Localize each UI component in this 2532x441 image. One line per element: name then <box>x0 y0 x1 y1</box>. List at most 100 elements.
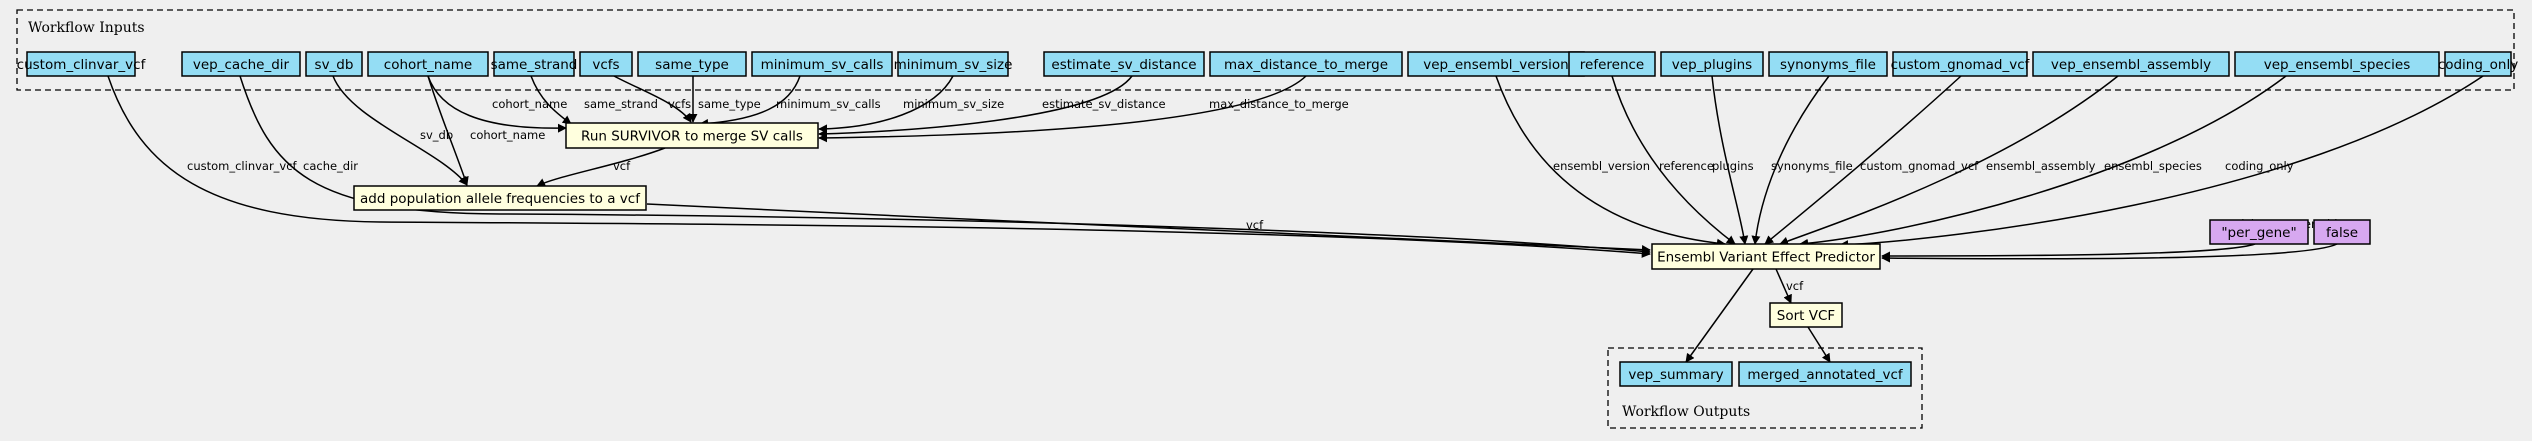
constant-node-false-box <box>2313 219 2371 245</box>
step-population-allele-frequencies-box <box>353 185 647 211</box>
input-node-coding-only: coding_only <box>2438 51 2518 77</box>
step-survivor-merge-box <box>565 122 819 149</box>
output-node-vep-summary: vep_summary <box>1619 361 1733 387</box>
edge-cache-dir-to-vep <box>239 75 1651 256</box>
input-node-vcfs-box <box>579 51 633 77</box>
input-node-minimum-sv-size-label: minimum_sv_size <box>894 57 1013 73</box>
input-node-cohort-name-label: cohort_name <box>384 57 472 73</box>
input-node-custom-clinvar-vcf-box <box>26 51 136 77</box>
edge-label: ensembl_version <box>1553 159 1650 173</box>
step-survivor-merge: Run SURVIVOR to merge SV calls <box>565 122 819 149</box>
edge-label: estimate_sv_distance <box>1042 97 1166 111</box>
edge-label: ensembl_species <box>2104 159 2202 173</box>
output-nodes: vep_summary merged_annotated_vcf <box>1619 361 1912 387</box>
input-node-reference-label: reference <box>1580 57 1644 73</box>
input-node-vep-cache-dir: vep_cache_dir <box>181 51 301 77</box>
input-node-same-type-box <box>637 51 747 77</box>
input-node-sv-db: sv_db <box>305 51 363 77</box>
input-node-estimate-sv-distance-label: estimate_sv_distance <box>1051 57 1196 73</box>
input-node-coding-only-box <box>2444 51 2512 77</box>
edge-label: vcf <box>1246 218 1264 232</box>
input-node-cohort-name-box <box>367 51 489 77</box>
step-ensembl-vep-box <box>1651 243 1881 270</box>
edge-label: coding_only <box>2225 159 2294 173</box>
output-node-merged-annotated-vcf-label: merged_annotated_vcf <box>1747 367 1904 383</box>
output-node-merged-annotated-vcf: merged_annotated_vcf <box>1738 361 1912 387</box>
workflow-outputs-label: Workflow Outputs <box>1622 404 1750 420</box>
edge-same-strand-to-survivor <box>530 75 572 125</box>
step-ensembl-vep: Ensembl Variant Effect Predictor <box>1651 243 1881 270</box>
edge-vep-to-vep-summary <box>1685 268 1754 363</box>
input-node-vcfs-label: vcfs <box>592 57 619 73</box>
input-node-vep-ensembl-species: vep_ensembl_species <box>2234 51 2440 77</box>
edge-minimum-sv-size-to-survivor <box>818 75 954 134</box>
constant-node-per-gene: "per_gene" <box>2209 219 2309 245</box>
input-node-max-distance-to-merge-box <box>1209 51 1403 77</box>
edge-label: custom_clinvar_vcf <box>187 159 298 173</box>
output-node-vep-summary-box <box>1619 361 1733 387</box>
edge-label: cache_dir <box>303 159 358 173</box>
edge-survivor-to-popfreq <box>536 147 666 187</box>
constant-node-false: false <box>2313 219 2371 245</box>
input-node-synonyms-file-label: synonyms_file <box>1780 57 1876 73</box>
edge-label: custom_gnomad_vcf <box>1860 159 1979 173</box>
input-node-vep-ensembl-assembly-label: vep_ensembl_assembly <box>2051 57 2211 73</box>
input-node-minimum-sv-size: minimum_sv_size <box>894 51 1013 77</box>
input-node-custom-gnomad-vcf-box <box>1892 51 2028 77</box>
output-node-vep-summary-label: vep_summary <box>1628 367 1723 383</box>
input-node-vep-cache-dir-box <box>181 51 301 77</box>
input-node-vcfs: vcfs <box>579 51 633 77</box>
edge-label: ensembl_assembly <box>1986 159 2096 173</box>
edge-label: cohort_name <box>492 97 567 111</box>
input-node-minimum-sv-calls-box <box>751 51 893 77</box>
edge-label: same_type <box>698 97 761 111</box>
edge-label: minimum_sv_calls <box>776 97 881 111</box>
input-node-vep-ensembl-version-box <box>1407 51 1585 77</box>
workflow-inputs-cluster: Workflow Inputs <box>16 9 2515 91</box>
input-node-vep-ensembl-species-label: vep_ensembl_species <box>2264 57 2410 73</box>
constant-node-per-gene-box <box>2209 219 2309 245</box>
edge-cohort-name-to-popfreq <box>427 75 469 186</box>
edge-label: synonyms_file <box>1771 159 1853 173</box>
input-node-cohort-name: cohort_name <box>367 51 489 77</box>
step-survivor-merge-label: Run SURVIVOR to merge SV calls <box>581 129 803 145</box>
input-node-minimum-sv-size-box <box>897 51 1009 77</box>
input-node-max-distance-to-merge: max_distance_to_merge <box>1209 51 1403 77</box>
edge-estimate-sv-distance-to-survivor <box>818 75 1133 139</box>
input-node-reference: reference <box>1568 51 1656 77</box>
input-node-vep-ensembl-version: vep_ensembl_version <box>1407 51 1585 77</box>
workflow-inputs-label: Workflow Inputs <box>28 20 145 36</box>
input-node-sv-db-box <box>305 51 363 77</box>
edge-false-to-vep <box>1881 243 2338 263</box>
edge-max-distance-to-survivor <box>818 75 1307 143</box>
input-node-vep-plugins-label: vep_plugins <box>1672 57 1752 73</box>
edge-custom-gnomad-vcf-to-vep <box>1764 75 1962 245</box>
input-node-reference-box <box>1568 51 1656 77</box>
edge-label: plugins <box>1712 159 1754 173</box>
input-node-vep-plugins: vep_plugins <box>1660 51 1764 77</box>
edge-ensembl-version-to-vep <box>1495 75 1726 248</box>
edge-custom-clinvar-vcf-to-vep <box>107 75 1651 258</box>
input-node-vep-ensembl-version-label: vep_ensembl_version <box>1423 57 1568 73</box>
input-node-same-type: same_type <box>637 51 747 77</box>
output-node-merged-annotated-vcf-box <box>1738 361 1912 387</box>
input-node-vep-cache-dir-label: vep_cache_dir <box>193 57 290 73</box>
edge-label: vcf <box>613 159 631 173</box>
edge-label: vcfs <box>668 97 691 111</box>
edge-ensembl-species-to-vep <box>1799 75 2287 248</box>
edge-reference-to-vep <box>1611 75 1736 245</box>
edge-vep-to-sort <box>1775 268 1792 304</box>
input-node-custom-gnomad-vcf-label: custom_gnomad_vcf <box>1891 57 2031 73</box>
edge-coding-only-to-vep <box>1839 75 2484 250</box>
edge-label: max_distance_to_merge <box>1209 97 1349 111</box>
input-node-estimate-sv-distance-box <box>1043 51 1205 77</box>
input-node-vep-ensembl-species-box <box>2234 51 2440 77</box>
edge-synonyms-file-to-vep <box>1751 75 1830 245</box>
edge-minimum-sv-calls-to-survivor <box>699 75 801 128</box>
input-node-custom-clinvar-vcf: custom_clinvar_vcf <box>17 51 147 77</box>
input-node-sv-db-label: sv_db <box>315 57 354 73</box>
input-node-same-strand-label: same_strand <box>491 57 578 73</box>
edge-label: minimum_sv_size <box>903 97 1004 111</box>
